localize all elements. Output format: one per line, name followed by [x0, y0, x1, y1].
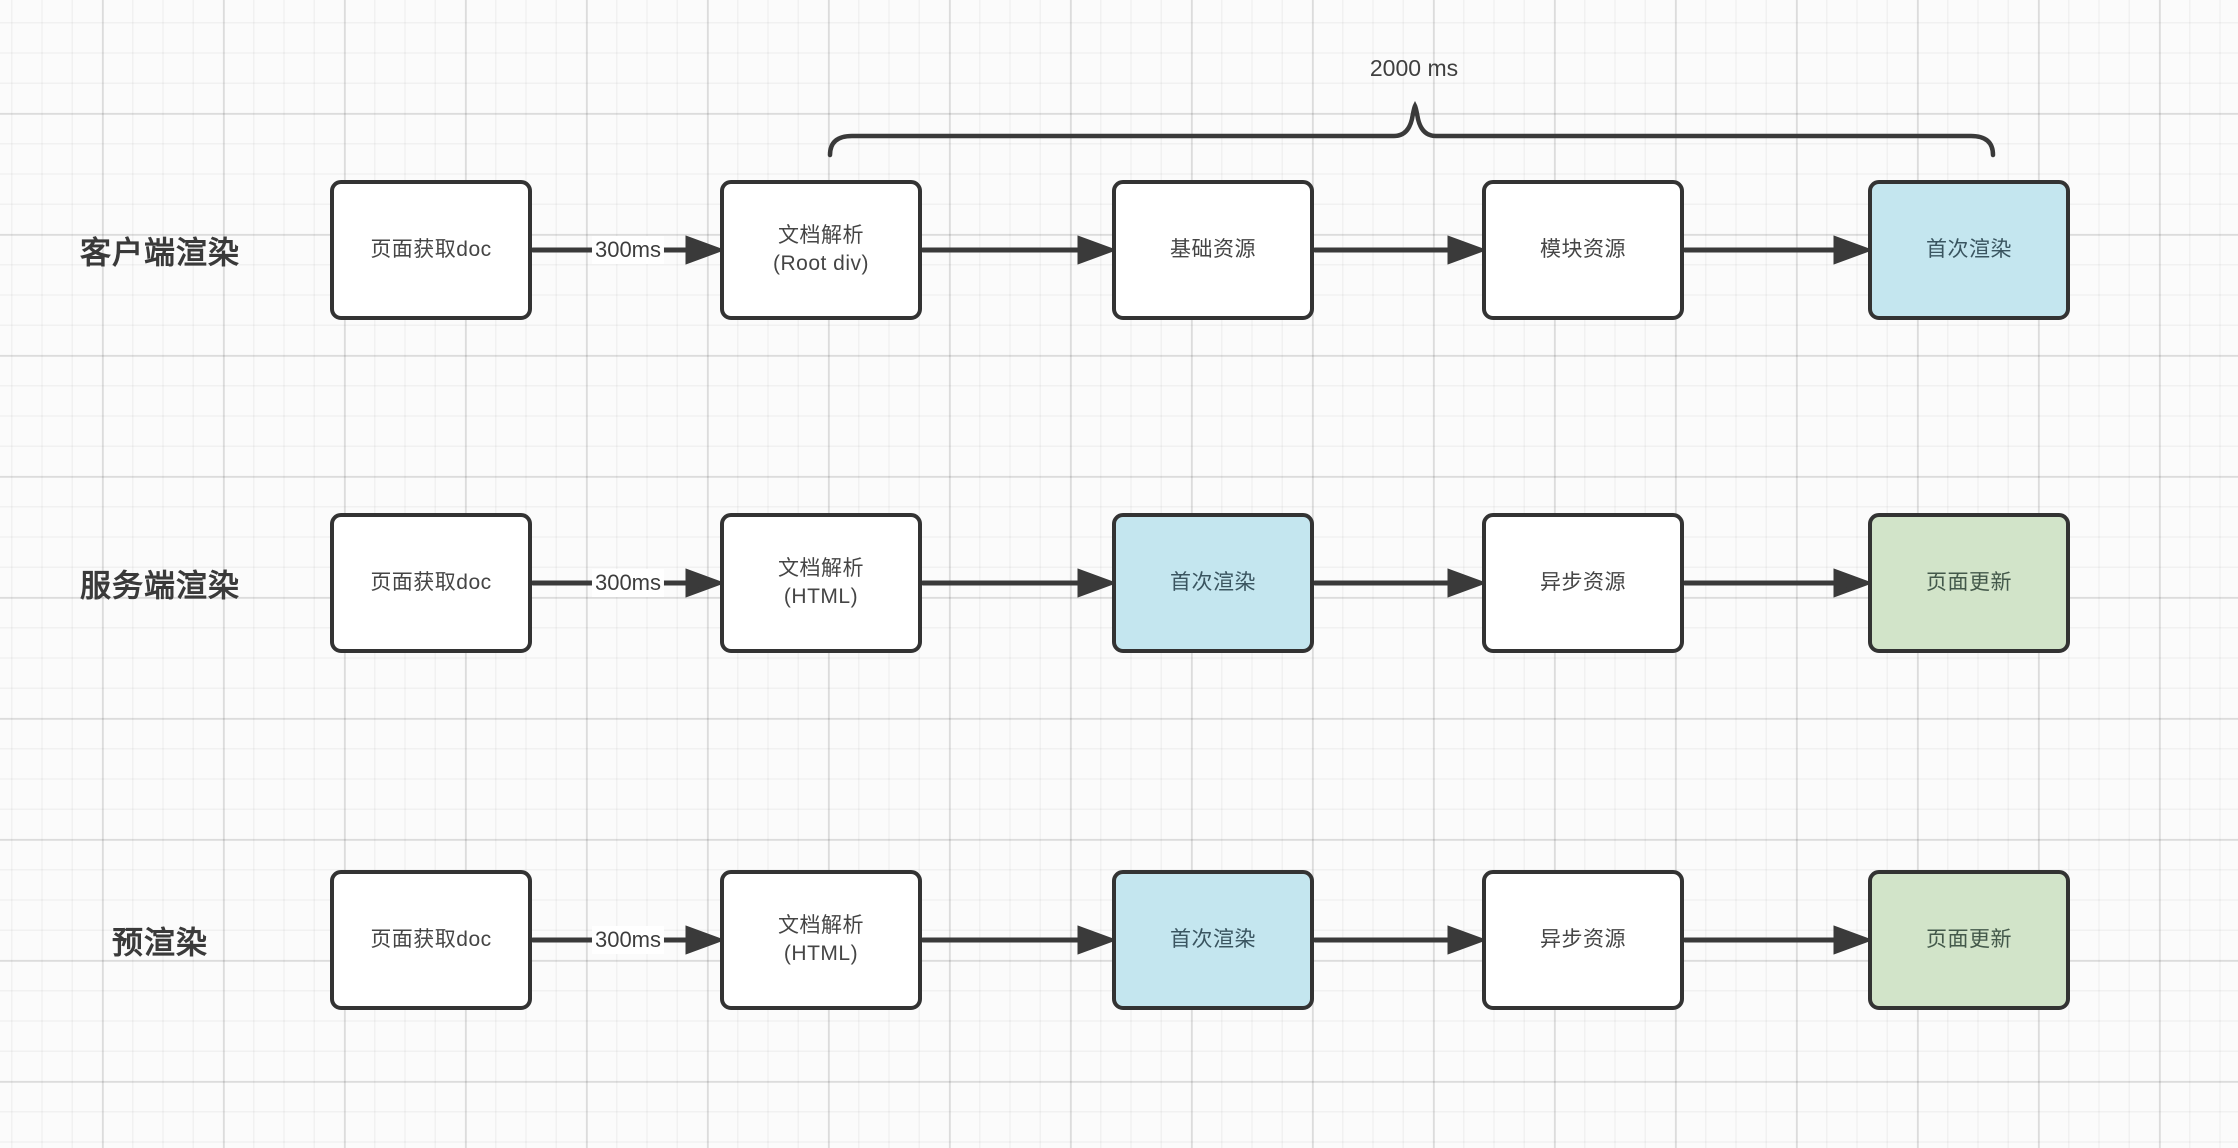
row-label-client-side-rendering: 客户端渲染 [80, 235, 240, 271]
node-text: 首次渲染 [1926, 238, 2012, 261]
node-r2-fetch-doc: 页面获取doc [330, 513, 532, 653]
row-label-server-side-rendering: 服务端渲染 [80, 568, 240, 604]
node-r3-page-update: 页面更新 [1868, 870, 2070, 1010]
arrowhead-r2-2 [1077, 568, 1118, 598]
duration-label: 2000 ms [1369, 55, 1459, 81]
row-label-prerendering: 预渲染 [112, 925, 208, 961]
node-r3-async-resources: 异步资源 [1482, 870, 1684, 1010]
arrowhead-r2-4 [1833, 568, 1874, 598]
node-text: 首次渲染 [1170, 928, 1256, 951]
node-text: 页面获取doc [370, 571, 492, 594]
arrowhead-r3-4 [1833, 925, 1874, 955]
duration-brace [827, 100, 1996, 158]
node-text: 异步资源 [1540, 928, 1626, 951]
node-text: 页面更新 [1926, 928, 2012, 951]
node-r2-async-resources: 异步资源 [1482, 513, 1684, 653]
node-r2-first-render: 首次渲染 [1112, 513, 1314, 653]
edge-time-label-r2: 300ms [591, 569, 665, 597]
node-r2-page-update: 页面更新 [1868, 513, 2070, 653]
node-r1-doc-parse: 文档解析 (Root div) [720, 180, 922, 320]
node-text: 页面获取doc [370, 928, 492, 951]
node-text: 模块资源 [1540, 238, 1626, 261]
node-r1-module-resources: 模块资源 [1482, 180, 1684, 320]
node-text: 页面获取doc [370, 238, 492, 261]
node-text: 文档解析 [778, 557, 864, 580]
node-r1-base-resources: 基础资源 [1112, 180, 1314, 320]
node-r3-fetch-doc: 页面获取doc [330, 870, 532, 1010]
arrowhead-r1-3 [1447, 235, 1488, 265]
arrowhead-r1-1 [685, 235, 726, 265]
node-r1-first-render: 首次渲染 [1868, 180, 2070, 320]
arrowhead-r3-1 [685, 925, 726, 955]
arrowhead-r2-1 [685, 568, 726, 598]
arrowhead-r2-3 [1447, 568, 1488, 598]
node-r2-doc-parse: 文档解析 (HTML) [720, 513, 922, 653]
node-r3-doc-parse: 文档解析 (HTML) [720, 870, 922, 1010]
arrowhead-r3-2 [1077, 925, 1118, 955]
edge-time-label-r1: 300ms [591, 236, 665, 264]
node-text: 首次渲染 [1170, 571, 1256, 594]
node-text-line2: (HTML) [783, 585, 859, 608]
node-r3-first-render: 首次渲染 [1112, 870, 1314, 1010]
node-text: 文档解析 [778, 914, 864, 937]
arrowhead-r1-2 [1077, 235, 1118, 265]
node-text: 基础资源 [1170, 238, 1256, 261]
arrowhead-r1-4 [1833, 235, 1874, 265]
node-r1-fetch-doc: 页面获取doc [330, 180, 532, 320]
arrowhead-r3-3 [1447, 925, 1488, 955]
edge-time-label-r3: 300ms [591, 926, 665, 954]
node-text-line2: (HTML) [783, 942, 859, 965]
node-text-line2: (Root div) [772, 252, 870, 275]
node-text: 页面更新 [1926, 571, 2012, 594]
node-text: 异步资源 [1540, 571, 1626, 594]
node-text: 文档解析 [778, 224, 864, 247]
